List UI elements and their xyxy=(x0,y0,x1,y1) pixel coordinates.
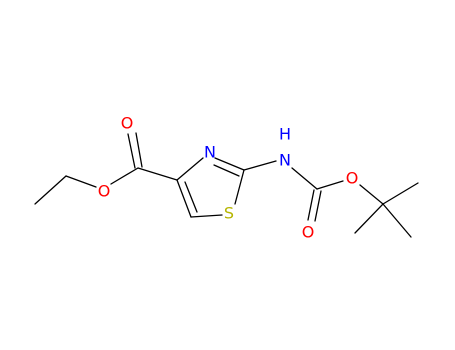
bond-quaternary-c-methyl-left xyxy=(354,203,384,234)
bond-quaternary-c-methyl-top xyxy=(382,182,419,205)
bond-c5-c4-b xyxy=(184,181,198,213)
atom-o-carbonyl-ester: O xyxy=(121,114,134,133)
bond-ch3-ch2 xyxy=(34,175,67,205)
bond-carbamate-c-o-ether xyxy=(316,180,344,190)
bond-o-ether-carbonyl-c xyxy=(110,167,139,185)
bond-c2-s1 xyxy=(234,169,245,205)
atom-labels: O O N S H N O O xyxy=(98,114,359,242)
atom-o-carbonyl-boc: O xyxy=(302,223,315,242)
atom-o-ether-boc: O xyxy=(346,169,359,188)
bond-carbamate-c-o-double-a xyxy=(307,189,315,221)
atom-s-thiazole: S xyxy=(224,204,234,223)
bond-o-ether-quaternary-c xyxy=(359,184,384,205)
atom-n-thiazole: N xyxy=(204,143,216,162)
bond-c4-n3 xyxy=(176,157,204,181)
bond-ester-c-o-double-b xyxy=(135,132,143,168)
atom-h-amine: H xyxy=(279,125,291,144)
bond-c5-c4-a xyxy=(176,179,192,218)
bond-ester-c-o-double-a xyxy=(127,133,136,169)
bonds xyxy=(34,132,419,238)
bond-nh-carbamate-c xyxy=(291,167,318,190)
bond-carbamate-c-o-double-b xyxy=(314,190,322,222)
bond-c2-nh xyxy=(243,160,277,171)
bond-s1-c5 xyxy=(190,214,223,218)
bond-carbonyl-c-ring xyxy=(137,167,178,181)
bond-n3-c2-a xyxy=(214,157,245,171)
atom-o-ether-ester: O xyxy=(98,182,111,201)
atom-n-amine: N xyxy=(279,151,291,170)
bond-ch2-o-ether xyxy=(65,175,97,188)
bond-n3-c2-b xyxy=(213,164,240,177)
bond-quaternary-c-methyl-right xyxy=(382,203,412,238)
